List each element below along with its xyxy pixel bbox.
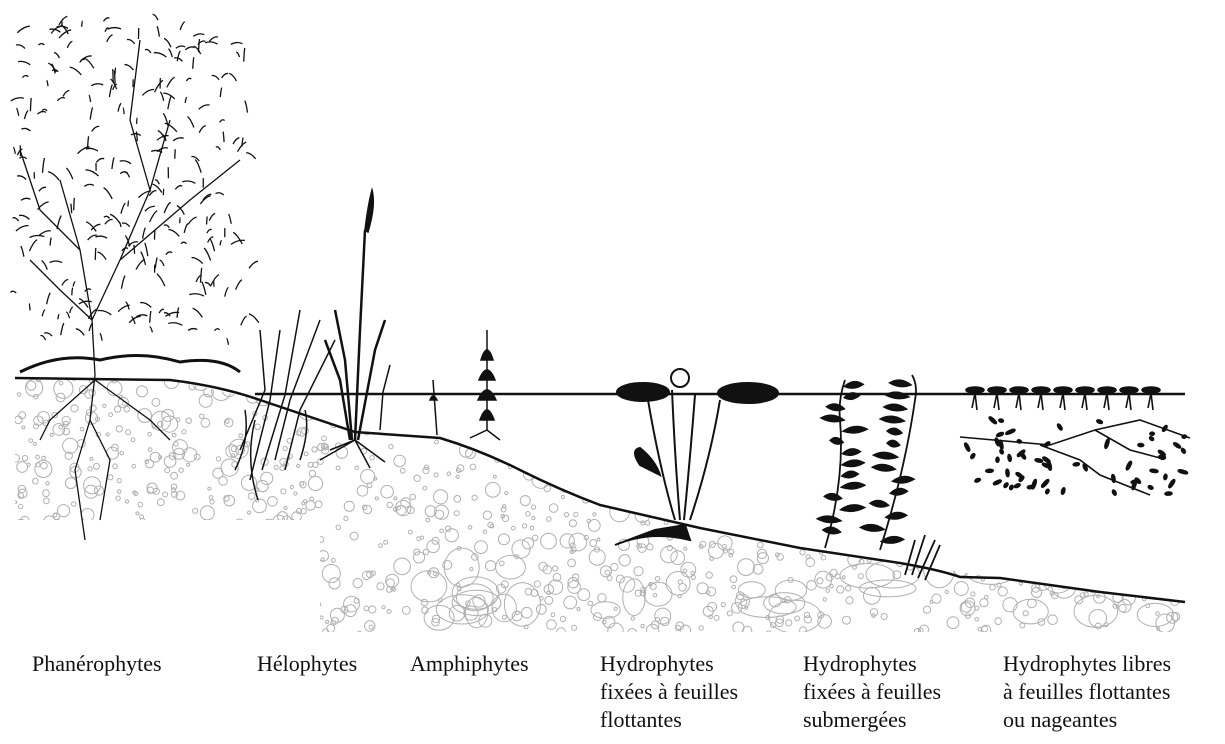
label-line: à feuilles flottantes — [1003, 678, 1171, 706]
submerged-plant-illustration — [818, 375, 940, 580]
amphiphyte-plant-illustration — [430, 330, 500, 440]
label-hydrophytes-submerged-leaves: Hydrophytes fixées à feuilles submergées — [803, 650, 941, 734]
label-line: Hydrophytes libres — [1003, 650, 1171, 678]
label-line: fixées à feuilles — [803, 678, 941, 706]
label-line: Phanérophytes — [32, 650, 162, 678]
lake-profile-diagram — [0, 0, 1225, 640]
label-hydrophytes-free-floating: Hydrophytes libres à feuilles flottantes… — [1003, 650, 1171, 734]
label-helophytes: Hélophytes — [257, 650, 357, 678]
label-line: submergées — [803, 706, 941, 734]
label-hydrophytes-floating-leaves: Hydrophytes fixées à feuilles flottantes — [600, 650, 738, 734]
label-line: Amphiphytes — [410, 650, 529, 678]
label-line: Hélophytes — [257, 650, 357, 678]
label-line: fixées à feuilles — [600, 678, 738, 706]
water-lily-illustration — [615, 369, 778, 545]
label-line: Hydrophytes — [600, 650, 738, 678]
label-line: flottantes — [600, 706, 738, 734]
label-line: ou nageantes — [1003, 706, 1171, 734]
free-floating-plants-illustration — [960, 387, 1190, 496]
label-amphiphytes: Amphiphytes — [410, 650, 529, 678]
label-phanerophytes: Phanérophytes — [32, 650, 162, 678]
ground-profile-line — [15, 378, 1185, 602]
helophyte-reeds-illustration — [235, 190, 390, 500]
label-line: Hydrophytes — [803, 650, 941, 678]
